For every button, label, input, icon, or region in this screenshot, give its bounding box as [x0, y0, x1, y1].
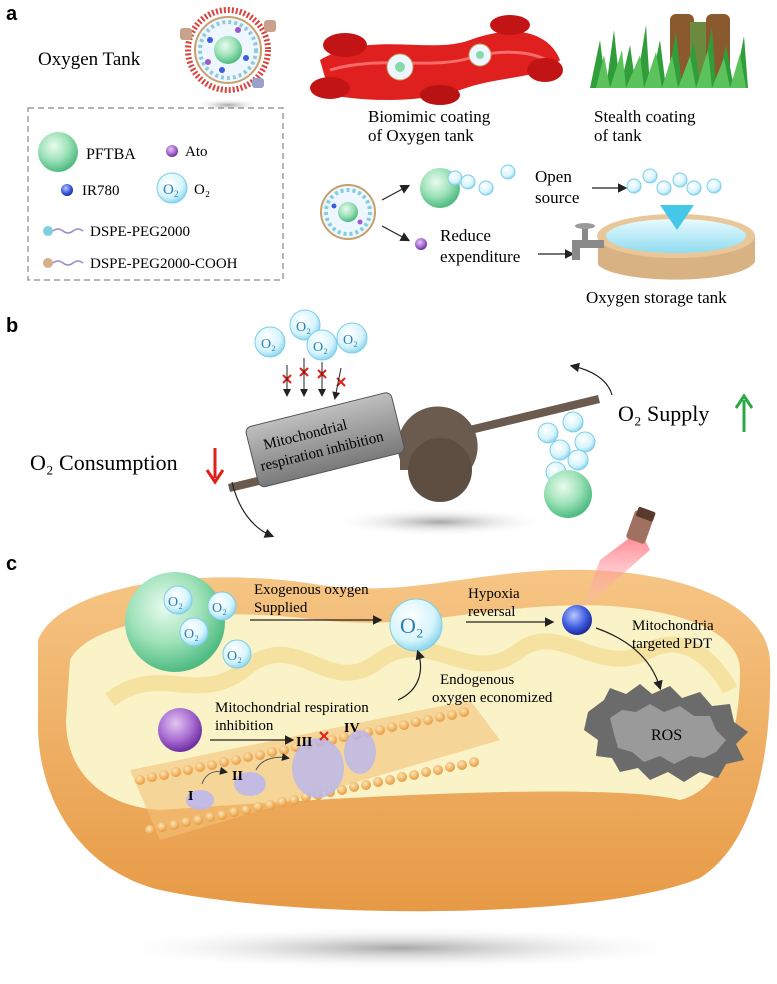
reduce-line2: expenditure: [440, 247, 520, 266]
dspe-peg-cooh-icon: [43, 258, 84, 268]
mito-resp-line2: inhibition: [215, 718, 274, 734]
svg-text:O: O: [163, 182, 174, 198]
panel-a: a Oxygen Tank PFTBA Ato IR780 O: [6, 3, 755, 307]
pftba-sphere-b: [544, 470, 592, 518]
legend-dspe-peg-cooh: DSPE-PEG2000-COOH: [90, 256, 238, 272]
endo-line2: oxygen economized: [432, 690, 553, 706]
o2-bubbles-top: [626, 168, 722, 196]
endo-line1: Endogenous: [440, 672, 514, 688]
faucet-icon: [572, 223, 604, 260]
svg-text:O₂: O₂: [168, 595, 183, 610]
biomimic-line2: of Oxygen tank: [368, 126, 474, 145]
svg-text:O₂: O₂: [261, 337, 276, 352]
mito-shadow: [100, 926, 700, 970]
hypoxia-line1: Hypoxia: [468, 586, 520, 602]
open-line2: source: [535, 188, 579, 207]
svg-text:O₂: O₂: [184, 627, 199, 642]
oxygen-tank-label: Oxygen Tank: [38, 49, 141, 70]
blood-vessel-icon: [310, 15, 563, 105]
arrow-icon: [231, 481, 275, 538]
legend-pftba: PFTBA: [86, 146, 136, 163]
panel-letter-b: b: [6, 315, 18, 337]
arrow-icon: [595, 627, 663, 691]
ir780-sphere: [562, 605, 592, 635]
dspe-peg-icon: [43, 226, 84, 236]
complex-1: I: [188, 789, 193, 804]
green-up-arrow-icon: [734, 393, 754, 432]
mito-resp-line1: Mitochondrial respiration: [215, 700, 369, 716]
laser-icon: [582, 506, 656, 610]
ir780-icon: [61, 184, 73, 196]
complex-3: III: [296, 735, 312, 750]
panel-b: b O₂ O₂ O₂ O₂: [6, 309, 754, 538]
mito-pdt-line2: targeted PDT: [632, 636, 712, 652]
seesaw-shadow: [330, 508, 550, 536]
ato-icon: [415, 238, 427, 250]
small-nanoparticle-icon: [320, 184, 376, 240]
reduce-line1: Reduce: [440, 226, 491, 245]
svg-text:O₂: O₂: [313, 340, 328, 355]
panel-c: c I II III IV: [6, 506, 771, 970]
storage-label: Oxygen storage tank: [586, 288, 727, 307]
arrow-icon: [569, 362, 613, 396]
arrow-icon: [283, 358, 342, 400]
oxygen-tank-nanoparticle-icon: [180, 7, 276, 111]
open-line1: Open: [535, 167, 572, 186]
legend-o2: O₂: [194, 182, 210, 198]
x-mark-icon: [319, 731, 329, 741]
ato-sphere-c: [158, 708, 202, 752]
stealth-line2: of tank: [594, 126, 642, 145]
svg-text:O₂: O₂: [343, 333, 358, 348]
arrow-icon: [255, 753, 290, 771]
svg-text:2: 2: [174, 189, 179, 199]
ros-burst-icon: [584, 684, 748, 782]
arrow-icon: [201, 766, 228, 785]
oxygen-storage-tank-icon: [597, 205, 755, 280]
x-mark-icon: [282, 367, 346, 387]
mito-respiration-box: Mitochondrial respiration inhibition: [245, 392, 405, 488]
legend-ir780: IR780: [82, 183, 120, 199]
grass-stealth-icon: [590, 14, 748, 88]
consumption-label: O₂ Consumption: [30, 450, 178, 475]
ros-label: ROS: [651, 727, 682, 744]
svg-text:O₂: O₂: [400, 613, 424, 638]
stealth-line1: Stealth coating: [594, 107, 696, 126]
arrow-icon: [397, 649, 425, 701]
hypoxia-line2: reversal: [468, 604, 515, 620]
o2-bubble-icon: O 2: [156, 172, 188, 204]
svg-text:O₂: O₂: [212, 601, 227, 616]
arrow-icon: [381, 184, 411, 201]
legend-dspe-peg: DSPE-PEG2000: [90, 224, 190, 240]
panel-letter-a: a: [6, 3, 18, 25]
exo-line1: Exogenous oxygen: [254, 582, 369, 598]
svg-text:O₂: O₂: [227, 649, 242, 664]
o2-bubble-large: O₂: [389, 598, 443, 652]
panel-letter-c: c: [6, 553, 17, 575]
pftba-o2-group: [420, 164, 516, 208]
lipid-membrane: [130, 700, 500, 840]
exo-line2: Supplied: [254, 600, 308, 616]
svg-text:O₂: O₂: [296, 320, 311, 335]
biomimic-line1: Biomimic coating: [368, 107, 491, 126]
legend-box: [27, 107, 284, 281]
pftba-icon: [38, 132, 78, 172]
ato-icon: [166, 145, 178, 157]
supply-label: O₂ Supply: [618, 401, 709, 426]
o2-bubbles-cluster: O₂ O₂ O₂ O₂: [254, 309, 368, 361]
legend-ato: Ato: [185, 144, 208, 160]
pftba-sphere-c: O₂ O₂ O₂ O₂: [125, 572, 252, 672]
arrow-icon: [381, 225, 411, 242]
complex-4: IV: [344, 721, 360, 736]
mito-pdt-line1: Mitochondria: [632, 618, 714, 634]
red-down-arrow-icon: [205, 448, 225, 485]
complex-2: II: [232, 769, 243, 784]
o2-bubbles-right: [537, 411, 596, 483]
